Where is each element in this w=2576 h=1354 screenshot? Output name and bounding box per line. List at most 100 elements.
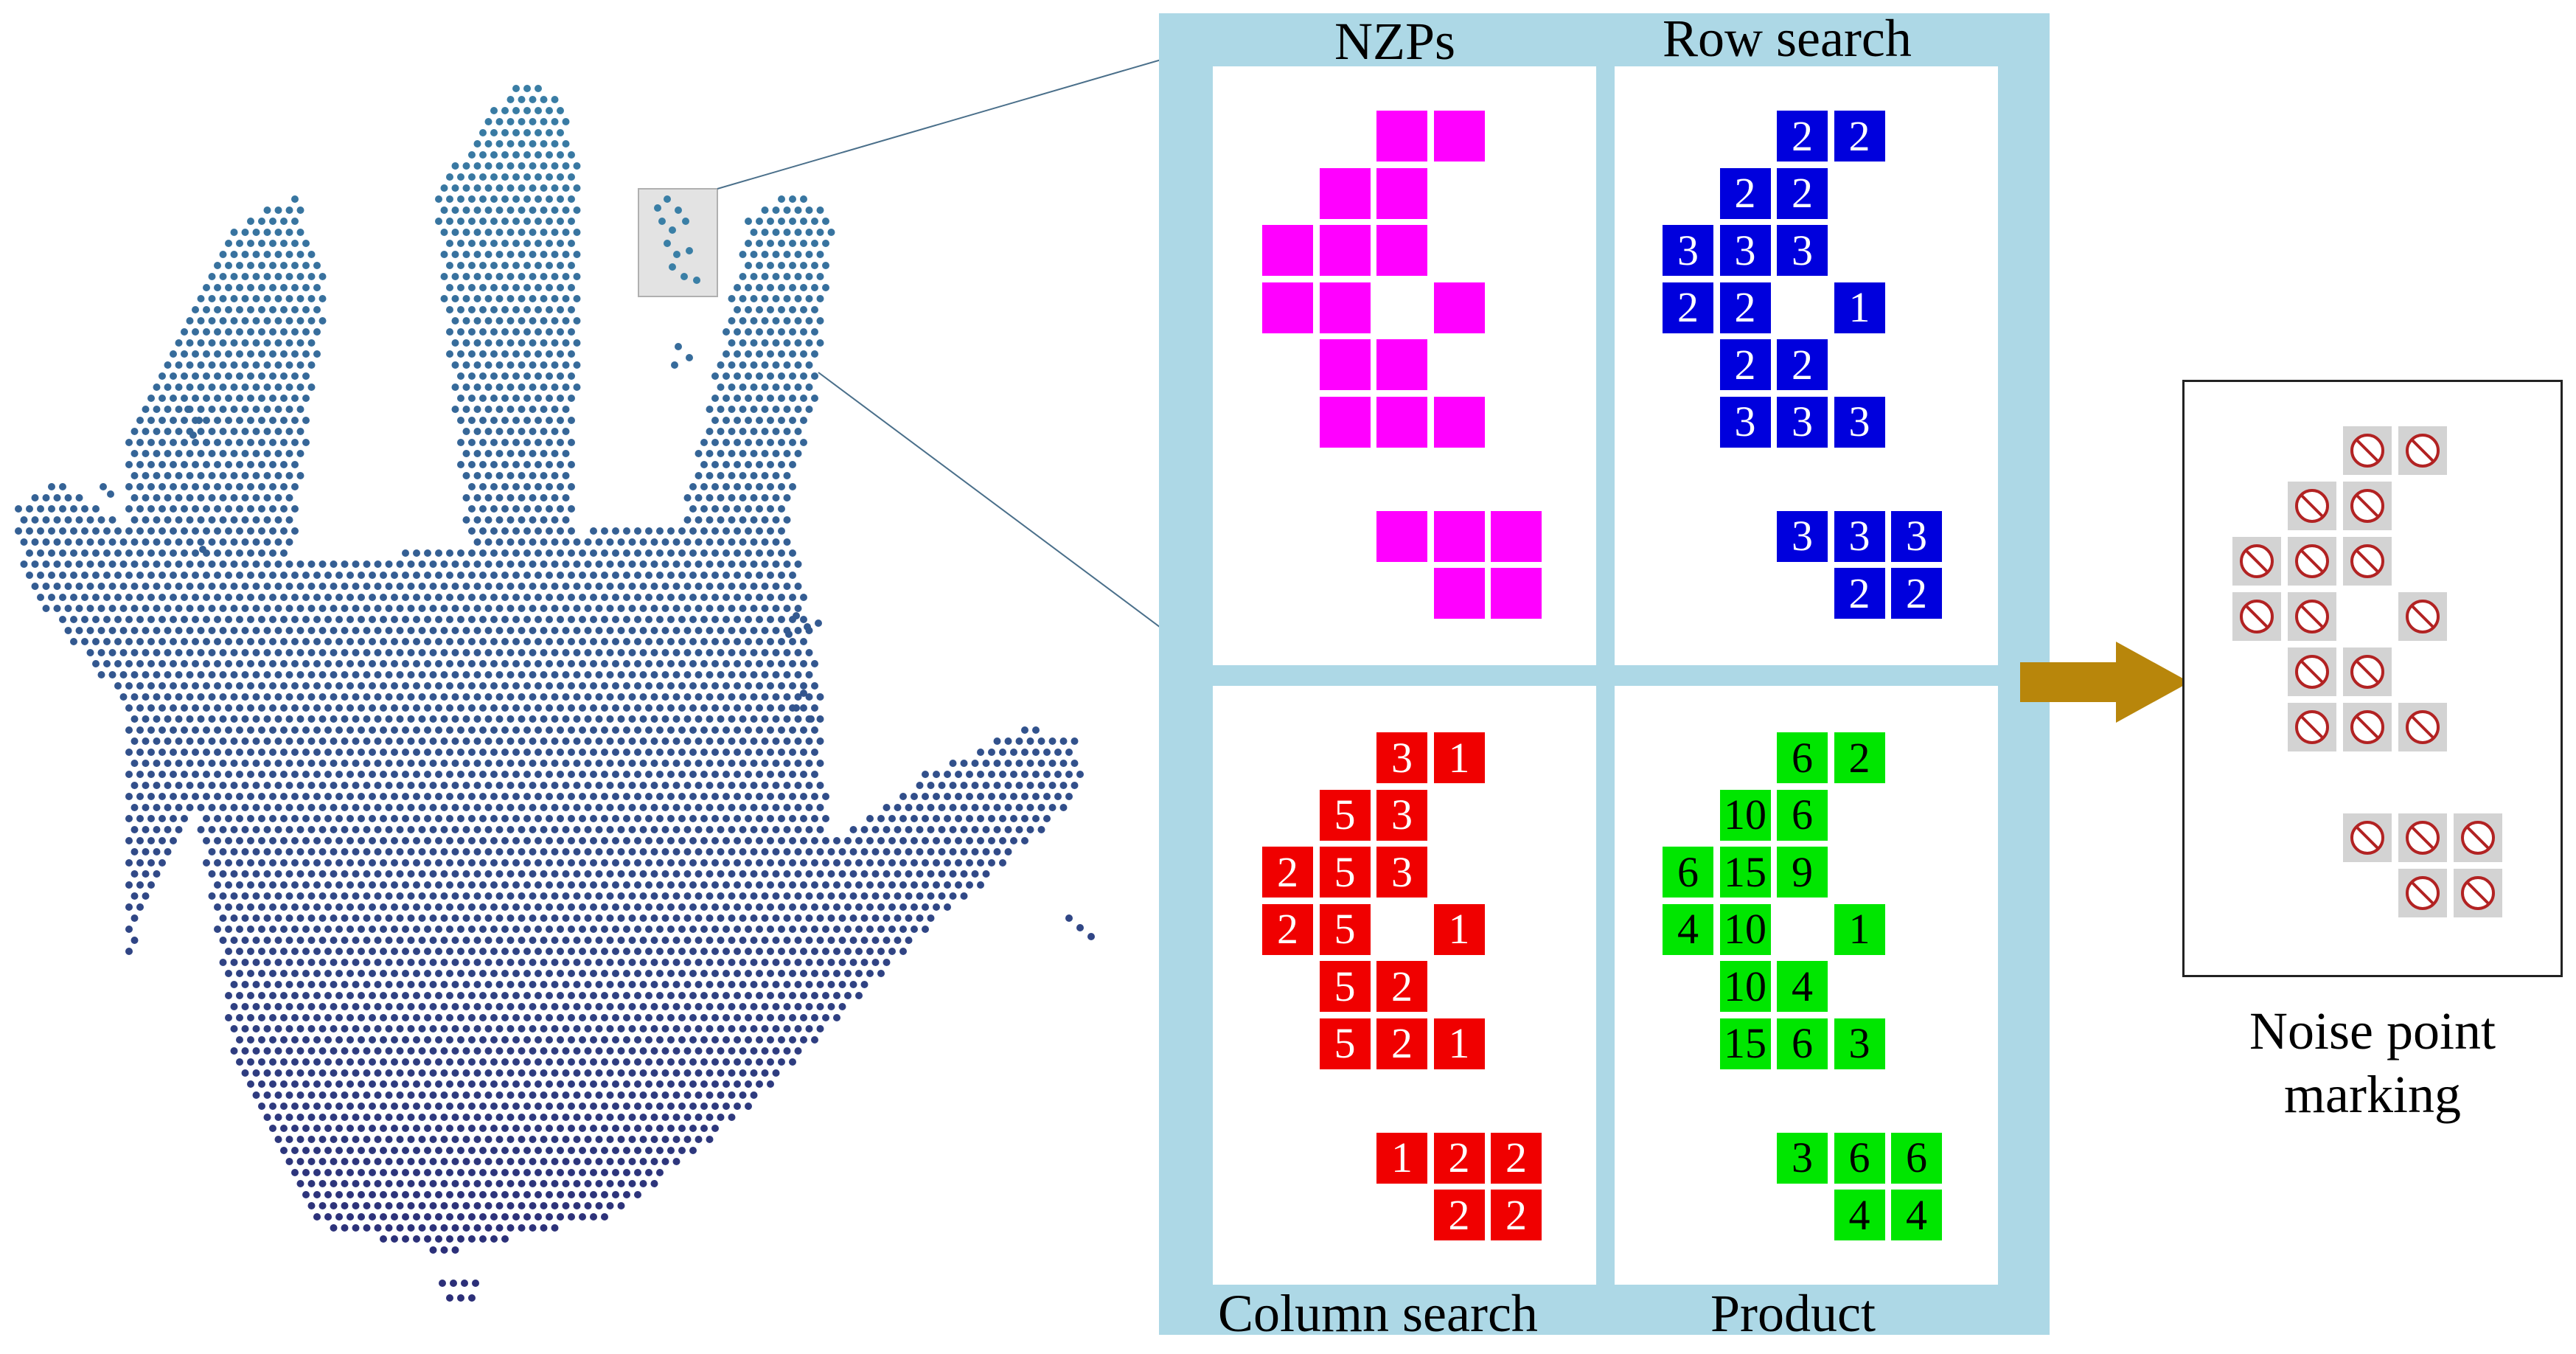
noise-cell: [2398, 869, 2447, 917]
nzp-cell: [1319, 339, 1371, 390]
nzps-title: NZPs: [1334, 12, 1456, 71]
row-search-cell: 2: [1777, 111, 1828, 162]
nzp-cell: [1319, 167, 1371, 219]
nzp-cell: [1319, 225, 1371, 276]
prohibited-sign-icon: [2350, 489, 2384, 523]
column-search-cell: 1: [1433, 1018, 1485, 1069]
row-search-cell: 2: [1834, 568, 1885, 619]
product-cell: 10: [1719, 789, 1771, 841]
column-search-cell: 2: [1262, 903, 1313, 955]
product-cell: 15: [1719, 847, 1771, 898]
row-search-title: Row search: [1663, 9, 1912, 68]
row-search-cell: 3: [1834, 396, 1885, 448]
column-search-cell: 2: [1376, 961, 1427, 1012]
noise-cell: [2343, 482, 2392, 530]
prohibited-sign-icon: [2295, 544, 2329, 578]
prohibited-sign-icon: [2240, 600, 2274, 633]
column-search-cell: 1: [1376, 1132, 1427, 1184]
nzp-cell: [1433, 111, 1485, 162]
column-search-cell: 1: [1433, 903, 1485, 955]
column-search-title: Column search: [1218, 1284, 1538, 1343]
prohibited-sign-icon: [2461, 876, 2495, 910]
row-search-cell: 1: [1834, 282, 1885, 333]
column-search-cell: 2: [1491, 1190, 1542, 1240]
nzp-cell: [1262, 225, 1313, 276]
column-search-cell: 3: [1376, 847, 1427, 898]
product-cell: 6: [1777, 1018, 1828, 1069]
nzp-cell: [1262, 282, 1313, 333]
nzp-cell: [1491, 568, 1542, 619]
row-search-cell: 3: [1891, 510, 1942, 562]
prohibited-sign-icon: [2350, 655, 2384, 689]
row-search-cell: 2: [1719, 167, 1771, 219]
noise-cell: [2398, 592, 2447, 641]
product-cell: 4: [1663, 903, 1713, 955]
row-search-cell: 2: [1891, 568, 1942, 619]
column-search-cell: 2: [1376, 1018, 1427, 1069]
product-cell: 2: [1834, 732, 1885, 783]
noise-cell: [2232, 592, 2281, 641]
prohibited-sign-icon: [2240, 544, 2274, 578]
prohibited-sign-icon: [2295, 489, 2329, 523]
noise-cell: [2288, 648, 2336, 696]
noise-cell: [2343, 537, 2392, 586]
product-title: Product: [1710, 1284, 1876, 1343]
noise-cell: [2288, 703, 2336, 751]
row-search-cell: 3: [1719, 396, 1771, 448]
right-arrow-icon: [2020, 642, 2190, 723]
product-cell: 4: [1891, 1190, 1942, 1240]
column-search-cell: 3: [1376, 732, 1427, 783]
prohibited-sign-icon: [2350, 821, 2384, 855]
product-cell: 10: [1719, 961, 1771, 1012]
noise-label-line2: marking: [2284, 1065, 2461, 1125]
prohibited-sign-icon: [2461, 821, 2495, 855]
zoom-connector-top: [717, 59, 1159, 190]
noise-cell: [2454, 869, 2502, 917]
row-search-cell: 3: [1719, 225, 1771, 276]
nzp-cell: [1433, 282, 1485, 333]
nzp-cell: [1376, 225, 1427, 276]
noise-cell: [2343, 426, 2392, 475]
noise-cell: [2343, 813, 2392, 862]
product-cell: 3: [1777, 1132, 1828, 1184]
product-cell: 6: [1891, 1132, 1942, 1184]
product-cell: 6: [1834, 1132, 1885, 1184]
nzp-cell: [1376, 167, 1427, 219]
column-search-cell: 5: [1319, 903, 1371, 955]
prohibited-sign-icon: [2350, 434, 2384, 468]
prohibited-sign-icon: [2295, 655, 2329, 689]
nzp-cell: [1433, 510, 1485, 562]
product-cell: 10: [1719, 903, 1771, 955]
column-search-cell: 2: [1433, 1132, 1485, 1184]
row-search-cell: 2: [1834, 111, 1885, 162]
nzp-cell: [1376, 510, 1427, 562]
prohibited-sign-icon: [2406, 876, 2440, 910]
noise-cell: [2288, 592, 2336, 641]
column-search-cell: 2: [1491, 1132, 1542, 1184]
noise-cell: [2343, 703, 2392, 751]
product-cell: 3: [1834, 1018, 1885, 1069]
nzp-cell: [1433, 396, 1485, 448]
column-search-cell: 5: [1319, 961, 1371, 1012]
row-search-cell: 3: [1777, 396, 1828, 448]
product-cell: 6: [1777, 732, 1828, 783]
row-search-cell: 3: [1834, 510, 1885, 562]
nzp-cell: [1376, 339, 1427, 390]
column-search-cell: 3: [1376, 789, 1427, 841]
prohibited-sign-icon: [2295, 710, 2329, 744]
row-search-cell: 3: [1663, 225, 1713, 276]
prohibited-sign-icon: [2406, 710, 2440, 744]
column-search-cell: 5: [1319, 847, 1371, 898]
product-cell: 6: [1777, 789, 1828, 841]
hand-point-cloud: [15, 59, 1159, 1302]
noise-cell: [2398, 703, 2447, 751]
zoom-region-dots: [654, 195, 700, 284]
row-search-cell: 3: [1777, 510, 1828, 562]
zoom-connector-bottom: [818, 372, 1159, 628]
prohibited-sign-icon: [2350, 544, 2384, 578]
column-search-cell: 5: [1319, 789, 1371, 841]
row-search-cell: 2: [1719, 339, 1771, 390]
column-search-cell: 5: [1319, 1018, 1371, 1069]
row-search-cell: 2: [1663, 282, 1713, 333]
noise-cell: [2288, 537, 2336, 586]
